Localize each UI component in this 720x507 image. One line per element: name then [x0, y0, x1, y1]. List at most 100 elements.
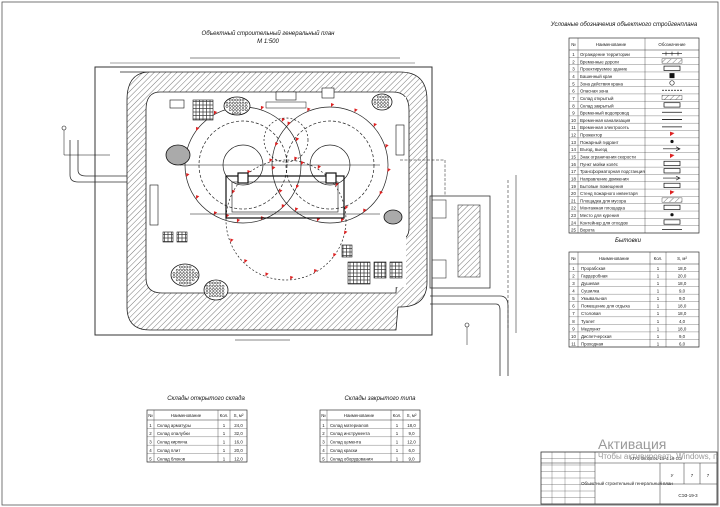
hazard-flag-icon	[314, 268, 318, 273]
legend-row-name: Ворота	[580, 228, 595, 233]
open-row-num: 4	[149, 448, 152, 453]
open-row-num: 3	[149, 440, 152, 445]
legend-sign-arrow-icon	[663, 146, 681, 152]
legend-sign-crane-icon	[669, 73, 675, 79]
buildings-col-area: S, м²	[677, 256, 687, 261]
buildings-row-num: 9	[572, 326, 575, 331]
legend-row-name: Проектируемое здание	[580, 67, 628, 72]
legend-row-num: 24	[571, 220, 576, 225]
buildings-row-num: 5	[572, 296, 575, 301]
legend-row-num: 13	[571, 140, 576, 145]
buildings-row-area: 18,0	[678, 311, 687, 316]
open-col-area: S, м²	[234, 413, 244, 418]
hazard-flag-icon	[387, 168, 391, 173]
open-row-name: Склад кирпича	[157, 440, 188, 445]
hazard-flag-icon	[295, 184, 300, 189]
legend-row-num: 6	[572, 89, 575, 94]
buildings-row-qty: 1	[657, 334, 660, 339]
closed-storage-title: Склады закрытого типа	[344, 396, 416, 402]
hazard-flag-icon	[363, 208, 367, 213]
buildings-row-name: Душевая	[581, 281, 600, 286]
hazard-flag-icon	[265, 272, 269, 277]
buildings-row-name: Медпункт	[581, 326, 601, 331]
hazard-flag-icon	[196, 126, 200, 131]
buildings-row-qty: 1	[657, 296, 660, 301]
buildings-row-qty: 1	[657, 289, 660, 294]
legend-sign-box-icon	[663, 160, 681, 167]
buildings-row-area: 18,0	[678, 326, 687, 331]
open-row-area: 32,0	[234, 431, 243, 436]
hazard-flag-icon	[226, 213, 230, 218]
legend-row-num: 21	[571, 198, 576, 203]
legend-row-num: 9	[572, 111, 575, 116]
legend-row-name: Направление движения	[580, 176, 629, 181]
closed-row-num: 2	[322, 431, 325, 436]
open-row-name: Склад опалубки	[157, 431, 190, 436]
buildings-row-qty: 1	[657, 341, 660, 346]
crane-2	[325, 172, 337, 184]
legend-sign-fence-icon	[662, 51, 682, 56]
legend-row-name: Монтажная площадка	[580, 206, 625, 211]
hazard-flag-icon	[295, 207, 299, 212]
legend-row-num: 19	[571, 184, 576, 189]
legend-row-name: Временная электросеть	[580, 125, 630, 130]
open-col-num: №	[148, 413, 153, 418]
buildings-row-qty: 1	[657, 273, 660, 278]
hazard-flag-icon	[230, 238, 234, 243]
legend-row-num: 11	[571, 125, 576, 130]
stamp-stage: У	[671, 473, 674, 478]
legend-row-name: Зона действия крана	[580, 81, 623, 86]
closed-row-num: 1	[322, 423, 325, 428]
closed-row-area: 12,0	[407, 440, 416, 445]
closed-row-qty: 1	[396, 456, 399, 461]
legend-row-name: Пожарный гидрант	[580, 140, 619, 145]
plan-scale: М 1:500	[257, 39, 279, 45]
closed-row-name: Склад цемента	[330, 440, 362, 445]
plan-title: Объектный строительный генеральный план	[202, 30, 336, 37]
legend-row-name: Башенный кран	[580, 74, 613, 79]
closed-row-name: Склад инструмента	[330, 431, 370, 436]
legend-sign-box-icon	[663, 102, 681, 108]
buildings-row-qty: 1	[657, 266, 660, 271]
watermark-title: Активация	[598, 436, 667, 452]
hazard-flag-icon	[385, 144, 389, 149]
buildings-row-num: 11	[571, 341, 576, 346]
legend-row-num: 8	[572, 103, 575, 108]
closed-row-qty: 1	[396, 423, 399, 428]
open-col-name: Наименование	[171, 413, 202, 418]
buildings-row-name: Прорабская	[581, 266, 606, 271]
legend-row-num: 23	[571, 213, 576, 218]
crane-1	[237, 172, 249, 184]
buildings-row-num: 6	[572, 304, 575, 309]
open-row-qty: 1	[223, 456, 226, 461]
buildings-row-num: 2	[572, 273, 575, 278]
open-row-area: 16,0	[234, 440, 243, 445]
legend-sign-hatch-icon	[661, 197, 683, 203]
exit-road-right	[430, 295, 509, 376]
legend-row-num: 12	[571, 133, 576, 138]
legend-row-name: Склад закрытый	[580, 103, 614, 108]
closed-col-name: Наименование	[344, 413, 375, 418]
legend-row-num: 1	[572, 52, 575, 57]
legend-sign-box-icon	[663, 168, 681, 174]
legend-row-name: Пункт мойки колёс	[580, 162, 619, 167]
buildings-row-name: Сушилка	[581, 289, 600, 294]
storage-grid-2	[162, 231, 174, 243]
hazard-flag-icon	[260, 105, 265, 110]
legend-row-name: Место для курения	[580, 213, 620, 218]
hazard-flag-icon	[186, 173, 190, 178]
hazard-flag-icon	[287, 121, 291, 126]
legend-row-name: Въезд, выезд	[580, 147, 608, 152]
buildings-row-name: Проходная	[581, 341, 604, 346]
stamp-sheet-title: Объектный строительный генеральный план	[581, 481, 673, 486]
legend-row-num: 20	[571, 191, 576, 196]
hazard-flag-icon	[307, 107, 311, 112]
legend-row-name: Временная канализация	[580, 118, 631, 123]
legend-row-name: Знак ограничения скорости	[580, 155, 636, 160]
hazard-flag-icon	[196, 195, 200, 200]
legend-sign-building-icon	[663, 65, 681, 71]
hazard-flag-icon	[317, 165, 321, 170]
buildings-row-area: 9,0	[679, 334, 686, 339]
hazard-flag-icon	[232, 189, 236, 194]
storage-grid-1	[192, 99, 214, 121]
